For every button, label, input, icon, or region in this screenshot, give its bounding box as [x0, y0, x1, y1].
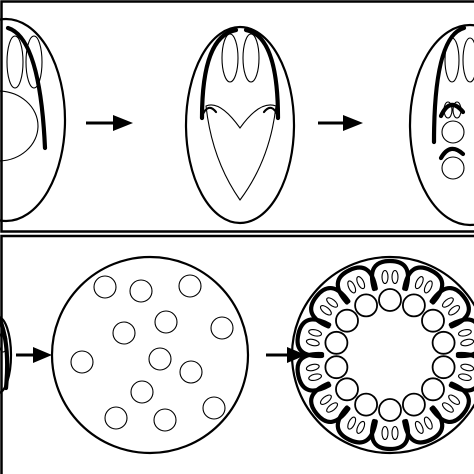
round-body-1 — [0, 90, 39, 162]
cluster-cell — [93, 275, 117, 299]
ring-lobe-oval — [305, 338, 320, 347]
ring-lobe-oval — [381, 269, 389, 285]
ring-lobe-oval — [347, 280, 357, 294]
egg-outline-4 — [0, 316, 13, 394]
ring-lobe-oval — [356, 420, 366, 434]
ring-lobe-oval — [381, 425, 389, 441]
hook-2b — [262, 106, 280, 118]
egg-outline-3 — [408, 23, 474, 227]
ring-lobe-oval — [448, 394, 461, 405]
cluster-cell — [179, 360, 203, 384]
ring-cell — [401, 293, 426, 318]
ring-cell — [335, 377, 359, 402]
ring-cells — [324, 288, 456, 422]
bottom-panel-frame — [0, 234, 474, 474]
arrow-3 — [16, 347, 52, 363]
ring-cell — [324, 330, 349, 355]
cluster-cell — [112, 321, 136, 345]
ring-lobe-band — [335, 265, 378, 305]
ring-cell — [431, 330, 456, 355]
cell-cluster-stage — [50, 255, 250, 455]
curved-band-2b — [243, 27, 281, 121]
cell-3b — [441, 156, 465, 180]
ring-lobe-oval — [441, 297, 454, 308]
ring-lobe-band — [369, 258, 411, 292]
cell-cap-3b — [438, 146, 466, 161]
elongated-body-2b — [242, 33, 260, 83]
ring-outline — [290, 255, 474, 455]
ring-cell — [354, 392, 379, 417]
small-body-4 — [0, 331, 8, 353]
ring-lobe-oval — [319, 305, 332, 316]
ring-lobe-oval — [356, 276, 366, 290]
ring-cell — [354, 293, 379, 318]
curved-band-4 — [0, 317, 10, 391]
ring-lobe-oval — [326, 297, 339, 308]
cluster-cell — [153, 408, 177, 432]
egg-stage-1 — [0, 17, 67, 223]
ring-lobe-oval — [423, 416, 433, 430]
cluster-cell — [154, 310, 178, 334]
ring-cell — [378, 288, 402, 312]
curved-band-1 — [5, 25, 48, 151]
ring-cell — [335, 308, 359, 333]
ring-lobe-oval — [326, 402, 339, 413]
ring-lobe-oval — [391, 269, 399, 285]
arrow-2 — [318, 115, 363, 131]
ring-lobe-oval — [308, 373, 323, 382]
ring-lobe-oval — [319, 394, 332, 405]
ring-lobe-oval — [347, 416, 357, 430]
cluster-cell — [202, 396, 226, 420]
ring-lobe-oval — [391, 425, 399, 441]
ring-cell — [378, 398, 402, 422]
cluster-cell — [70, 350, 94, 374]
ring-cell — [421, 377, 445, 402]
ring-stage — [290, 255, 474, 455]
ring-lobe-band — [369, 418, 411, 452]
curved-band-2a — [199, 27, 239, 121]
ring-lobe-oval — [423, 280, 433, 294]
cluster-outline — [50, 255, 250, 455]
cluster-cell — [129, 279, 153, 303]
cell-lobe-3a1 — [443, 101, 453, 119]
ring-lobe-oval — [441, 402, 454, 413]
heart-structure — [205, 104, 277, 201]
cluster-cell — [178, 274, 202, 298]
egg-stage-3 — [408, 23, 474, 227]
curved-band-3 — [431, 25, 467, 145]
ring-lobe-oval — [457, 373, 472, 382]
cell-3a — [441, 120, 465, 144]
ring-lobe-oval — [448, 305, 461, 316]
ring-lobe-oval — [457, 328, 472, 337]
cluster-cell — [130, 380, 154, 404]
elongated-body-1a — [6, 35, 24, 89]
top-panel-frame — [0, 0, 474, 233]
ring-lobe-oval — [460, 338, 474, 347]
egg-outline-1 — [0, 17, 67, 223]
elongated-body-1b — [25, 35, 43, 89]
cluster-cell — [104, 406, 128, 430]
ring-lobes — [295, 258, 474, 452]
ring-lobe-oval — [305, 363, 320, 372]
egg-outline-2 — [184, 25, 296, 225]
ring-cell — [421, 308, 445, 333]
ring-cell — [324, 355, 349, 380]
ring-cell — [431, 355, 456, 380]
ring-lobe-oval — [414, 420, 424, 434]
arrow-1 — [86, 115, 133, 131]
cluster-cell — [210, 316, 234, 340]
egg-stage-4-partial — [0, 316, 13, 394]
cluster-cell — [148, 347, 172, 371]
ring-cell — [401, 392, 426, 417]
ring-lobe-oval — [308, 328, 323, 337]
hook-2a — [200, 106, 218, 118]
cell-lobe-3a2 — [452, 101, 462, 119]
egg-stage-2 — [184, 25, 296, 225]
elongated-body-2a — [221, 33, 239, 83]
ring-lobe-oval — [460, 363, 474, 372]
ring-lobe-oval — [414, 276, 424, 290]
elongated-body-3b — [462, 37, 474, 83]
